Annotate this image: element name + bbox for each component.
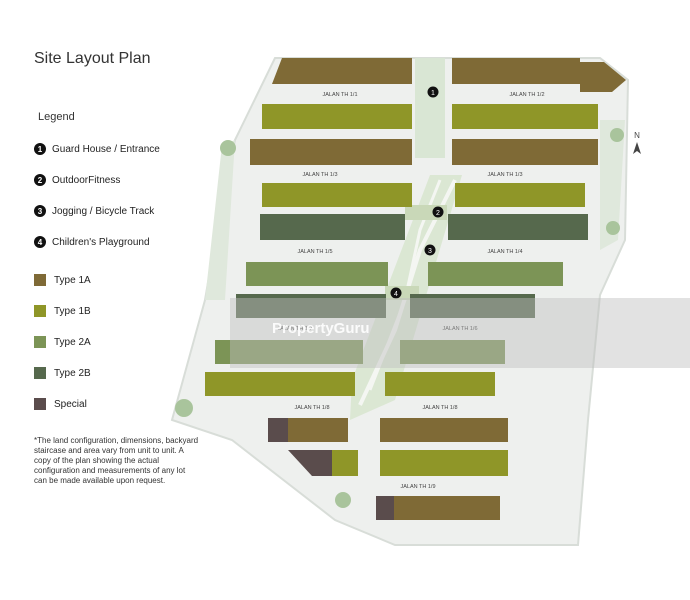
unit-block-type-2a — [400, 340, 505, 364]
facility-number-icon: 3 — [34, 205, 46, 217]
svg-text:1: 1 — [431, 90, 435, 97]
legend-label: Type 1A — [54, 274, 91, 286]
legend-label: Special — [54, 398, 87, 410]
road-label: JALAN TH 1/9 — [400, 484, 435, 490]
unit-block-type-2a — [428, 262, 563, 286]
tree-icon — [175, 128, 624, 508]
road-label: JALAN TH 1/1 — [322, 92, 357, 98]
legend-label: OutdoorFitness — [52, 174, 121, 186]
unit-block-type-1b — [262, 183, 412, 207]
type-swatch — [34, 336, 46, 348]
legend-label: Jogging / Bicycle Track — [52, 205, 155, 217]
road-label: JALAN TH 1/2 — [509, 92, 544, 98]
marker-outdoor-fitness: 2 — [432, 206, 444, 218]
page-title: Site Layout Plan — [34, 50, 151, 67]
road-label: JALAN TH 1/4 — [487, 249, 522, 255]
unit-block-type-2b — [448, 214, 588, 240]
legend-label: Guard House / Entrance — [52, 143, 160, 155]
svg-text:4: 4 — [394, 291, 398, 298]
road-label: JALAN TH 1/8 — [294, 405, 329, 411]
facility-number-icon: 1 — [34, 143, 46, 155]
unit-block-type-1a — [452, 139, 598, 165]
unit-block-type-2b — [260, 214, 405, 240]
disclaimer-note: *The land configuration, dimensions, bac… — [34, 436, 199, 485]
svg-text:3: 3 — [428, 248, 432, 255]
unit-block-type-2a — [215, 340, 363, 364]
unit-block-type-2b — [236, 294, 386, 318]
legend-guard-house: 1 Guard House / Entrance — [34, 143, 160, 155]
road-label: JALAN TH 1/8 — [422, 405, 457, 411]
facility-number-icon: 2 — [34, 174, 46, 186]
legend-type-1a: Type 1A — [34, 274, 91, 286]
green-buffer — [600, 120, 625, 250]
legend-heading: Legend — [38, 111, 75, 123]
road-label: JALAN TH 1/3 — [302, 172, 337, 178]
legend-type-1b: Type 1B — [34, 305, 91, 317]
unit-block-type-2a — [246, 262, 388, 286]
marker-guard-house: 1 — [427, 86, 439, 98]
entrance-boulevard — [415, 58, 445, 158]
unit-block-special — [288, 450, 332, 476]
legend-special: Special — [34, 398, 87, 410]
unit-block-type-1a — [580, 62, 626, 92]
green-buffer — [205, 140, 235, 300]
type-swatch — [34, 398, 46, 410]
legend-type-2b: Type 2B — [34, 367, 91, 379]
unit-block-type-1a — [452, 58, 580, 84]
unit-block-type-1b — [205, 372, 355, 396]
road-label: JALAN TH 1/3 — [487, 172, 522, 178]
unit-block-type-1a — [272, 58, 412, 84]
unit-block-type-1a — [394, 496, 500, 520]
unit-block-type-1a — [288, 418, 348, 442]
legend-jogging-track: 3 Jogging / Bicycle Track — [34, 205, 154, 217]
unit-block-type-2b — [410, 294, 535, 318]
unit-block-type-1b — [262, 104, 412, 129]
watermark-text: PropertyGuru — [272, 320, 370, 337]
road-label: JALAN TH 1/7 — [277, 326, 312, 332]
legend-playground: 4 Children's Playground — [34, 236, 150, 248]
watermark-band — [230, 298, 690, 368]
unit-block-type-1b — [385, 372, 495, 396]
legend-label: Type 2A — [54, 336, 91, 348]
road-label: JALAN TH 1/5 — [297, 249, 332, 255]
legend-type-2a: Type 2A — [34, 336, 91, 348]
unit-block-type-1a — [380, 418, 508, 442]
unit-block-type-1b — [455, 183, 585, 207]
svg-text:2: 2 — [436, 210, 440, 217]
marker-jogging-track: 3 — [424, 244, 436, 256]
type-swatch — [34, 305, 46, 317]
legend-label: Children's Playground — [52, 236, 150, 248]
unit-block-special — [268, 418, 288, 442]
legend-outdoor-fitness: 2 OutdoorFitness — [34, 174, 120, 186]
unit-block-type-1b — [332, 450, 358, 476]
svg-text:N: N — [634, 131, 640, 140]
legend-label: Type 1B — [54, 305, 91, 317]
unit-block-type-1b — [380, 450, 508, 476]
marker-playground: 4 — [390, 287, 402, 299]
legend-label: Type 2B — [54, 367, 91, 379]
unit-block-type-1a — [250, 139, 412, 165]
type-swatch — [34, 274, 46, 286]
type-swatch — [34, 367, 46, 379]
unit-block-type-1b — [452, 104, 598, 129]
north-arrow-icon: N — [633, 131, 641, 154]
road-label: JALAN TH 1/6 — [442, 326, 477, 332]
facility-number-icon: 4 — [34, 236, 46, 248]
unit-block-special — [376, 496, 394, 520]
